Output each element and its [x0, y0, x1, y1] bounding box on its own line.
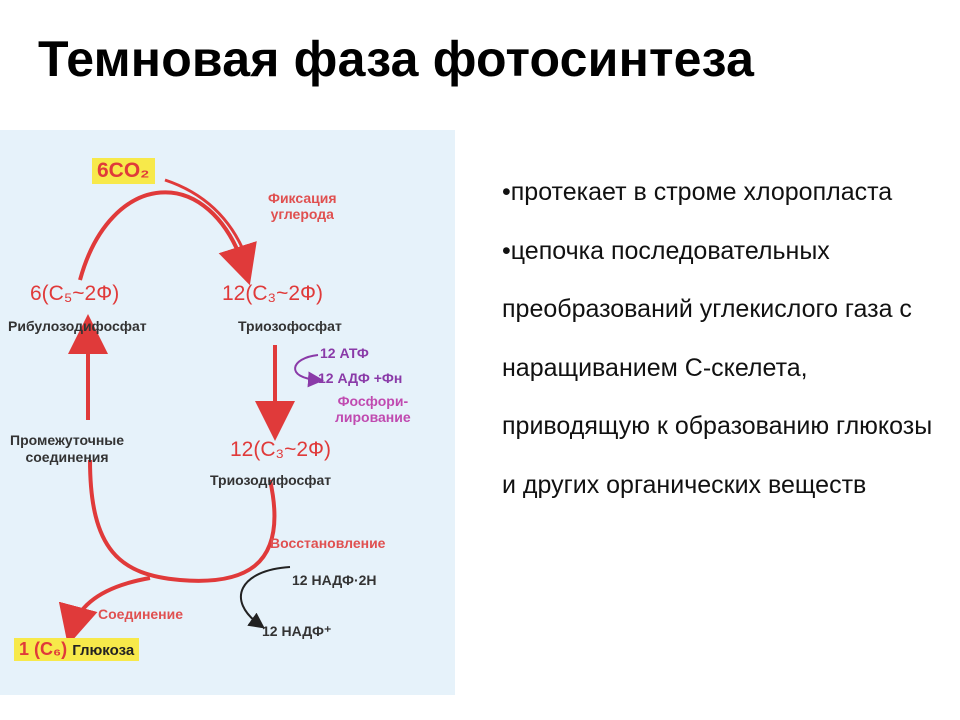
nadph-curve: [240, 566, 291, 629]
arc-top: [78, 190, 257, 286]
glucose-box: 1 (C₆) Глюкоза: [14, 638, 140, 661]
cycle-arrows: [58, 178, 324, 646]
triose2-formula: 12(C₃~2Ф): [230, 438, 331, 461]
co2-arrow: [164, 178, 250, 263]
atp-label: 12 АТФ: [320, 345, 369, 361]
reduction-label: Восстановление: [270, 535, 386, 551]
atp-curve: [294, 354, 324, 388]
bullet-item: •цепочка последовательных преобразований…: [502, 236, 933, 499]
adp-label: 12 АДФ +Фн: [318, 370, 403, 386]
page-title: Темновая фаза фотосинтеза: [38, 31, 755, 87]
phosphorylation-label: Фосфори-лирование: [335, 393, 411, 425]
nadph-label: 12 НАДФ·2Н: [292, 572, 377, 588]
glucose-arrow: [58, 576, 151, 646]
ribulose-name: Рибулозодифосфат: [8, 318, 147, 334]
bullet-item: •протекает в строме хлоропласта: [502, 178, 893, 206]
glucose-formula: 1 (C₆): [19, 639, 68, 659]
combination-label: Соединение: [98, 606, 184, 622]
ribulose-formula: 6(C₅~2Ф): [30, 282, 120, 305]
arc-bottom: [88, 459, 277, 583]
glucose-name: Глюкоза: [72, 642, 135, 659]
triose2-name: Триозодифосфат: [210, 472, 332, 488]
nadp-label: 12 НАДФ⁺: [262, 623, 332, 639]
triose1-formula: 12(C₃~2Ф): [222, 282, 323, 305]
bullet-list: •протекает в строме хлоропласта •цепочка…: [502, 163, 942, 514]
co2-label: 6CO₂: [92, 158, 155, 184]
triose1-name: Триозофосфат: [238, 318, 342, 334]
